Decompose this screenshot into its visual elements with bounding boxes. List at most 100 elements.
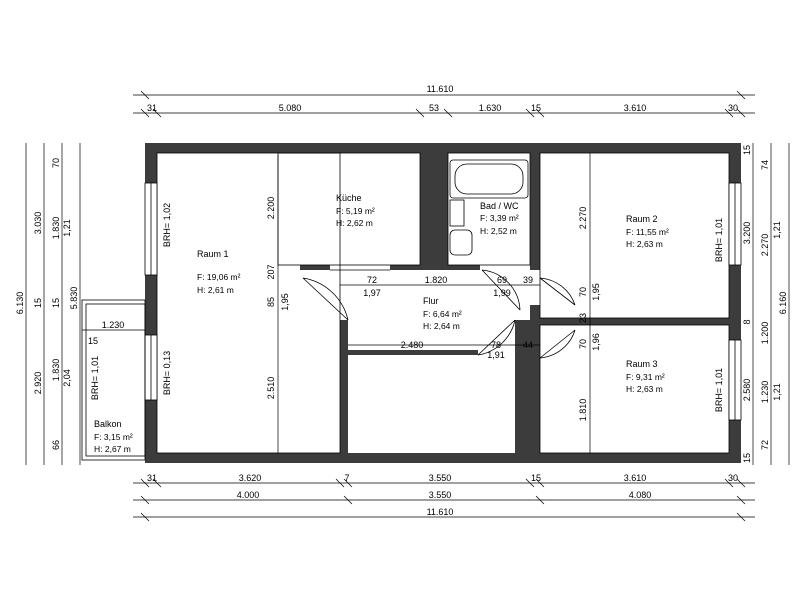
tick-marks [140, 90, 746, 522]
dim-bottom-r1-4: 3.550 [429, 473, 452, 483]
dim-raum1-h-top: 2.200 [266, 197, 276, 220]
wall-bath-raum2 [530, 153, 540, 270]
sink [449, 229, 473, 256]
wall-raum2-raum3 [540, 318, 729, 325]
dim-left-mid-3: 2.920 [33, 372, 43, 395]
dim-left-inner-2: 1.830 [51, 217, 61, 240]
wall-flur-right-lower [515, 320, 540, 453]
dim-right-inner-6: 15 [742, 453, 752, 463]
dim-bad-69: 69 [497, 275, 507, 285]
dim-top-seg-3: 53 [429, 103, 439, 113]
dim-raum1-h-bottom: 2.510 [266, 377, 276, 400]
dim-door-197: 1,97 [363, 288, 381, 298]
room-balkon-area: F: 3,15 m² [94, 432, 133, 442]
dim-left-inner-4: 1.830 [51, 359, 61, 382]
dim-right-outer: 6.160 [778, 292, 788, 315]
dim-bottom-r1-6: 3.610 [624, 473, 647, 483]
outline-bad [447, 152, 531, 266]
dim-left-inner-1: 70 [51, 158, 61, 168]
door-raum3 [539, 329, 576, 359]
balcony [81, 299, 146, 461]
dim-right-window-1: 1,21 [772, 221, 782, 239]
dim-right-inner-4: 8 [742, 319, 752, 324]
wall-shaft [420, 153, 448, 270]
bath-fixtures [449, 159, 529, 256]
dim-left-outer: 6.130 [15, 292, 25, 315]
dim-top-seg-6: 3.610 [624, 103, 647, 113]
dim-top-seg-1: 31 [147, 103, 157, 113]
room-raum2-height: H: 2,63 m [626, 239, 663, 249]
dim-top-seg-7: 30 [728, 103, 738, 113]
door-flur-bad [477, 319, 516, 356]
dim-raum2-195: 1,95 [591, 283, 601, 301]
wall-right-2 [729, 265, 741, 340]
wall-right-3 [729, 420, 741, 463]
dim-right-inner-3: 2.270 [760, 234, 770, 257]
wall-top [145, 143, 741, 153]
room-flur-name: Flur [423, 296, 439, 306]
room-bad-name: Bad / WC [480, 201, 519, 211]
wall-left-2 [145, 275, 157, 335]
dim-bottom-r2-2: 3.550 [429, 490, 452, 500]
dim-flur-44: 44 [523, 340, 533, 350]
dim-bottom-total: 11.610 [427, 507, 454, 517]
dim-bottom-r2-1: 4.000 [237, 490, 260, 500]
room-raum3-height: H: 2,63 m [626, 384, 663, 394]
room-kueche-name: Küche [336, 193, 362, 203]
brh-balkon: BRH= 1,01 [90, 356, 100, 400]
room-flur-height: H: 2,64 m [423, 321, 460, 331]
room-bad-height: H: 2,52 m [480, 226, 517, 236]
room-raum1: Raum 1 F: 19,06 m² H: 2,61 m [197, 249, 241, 295]
doors [302, 269, 576, 359]
dim-right-inner-5: 2.580 [742, 379, 752, 402]
room-flur-area: F: 6,64 m² [423, 309, 462, 319]
brh-raum3: BRH= 1,01 [714, 368, 724, 412]
wall-raum1-flur [340, 320, 348, 463]
dim-left-inner-5: 66 [51, 440, 61, 450]
room-raum1-area: F: 19,06 m² [197, 272, 241, 282]
room-balkon-height: H: 2,67 m [94, 444, 131, 454]
room-kueche: Küche F: 5,19 m² H: 2,62 m [336, 193, 375, 228]
dim-door-72: 72 [367, 275, 377, 285]
dim-flur-w: 2.480 [401, 340, 424, 350]
dim-left-mid-1: 3.030 [33, 212, 43, 235]
dim-bottom-r2-3: 4.080 [629, 490, 652, 500]
wall-flur-right-upper [530, 305, 540, 325]
dim-raum3-h: 1.810 [578, 399, 588, 422]
dim-right-extra: 1.230 [760, 381, 770, 404]
brh-raum1-top: BRH= 1,02 [162, 203, 172, 247]
room-raum3: Raum 3 F: 9,31 m² H: 2,63 m [626, 359, 665, 394]
dim-left-inner-3: 15 [51, 298, 61, 308]
room-raum1-height: H: 2,61 m [197, 285, 234, 295]
dim-kueche-w: 1.820 [425, 275, 448, 285]
dim-right-inner-2: 74 [760, 160, 770, 170]
dim-balkon-w: 1.230 [102, 320, 125, 330]
brh-raum2: BRH= 1,01 [714, 218, 724, 262]
room-raum2-area: F: 11,55 m² [626, 227, 669, 237]
dim-top-seg-4: 1.630 [479, 103, 502, 113]
dim-right-inner-7: 72 [760, 440, 770, 450]
room-bad: Bad / WC F: 3,39 m² H: 2,52 m [480, 201, 519, 236]
dim-raum1-door2: 207 [266, 264, 276, 279]
wall-right-1 [729, 143, 741, 183]
dim-top-seg-2: 5.080 [279, 103, 302, 113]
dim-right-inner-1: 15 [742, 145, 752, 155]
dim-left-balcony-h: 5.830 [69, 287, 79, 310]
room-flur: Flur F: 6,64 m² H: 2,64 m [423, 296, 462, 331]
dim-top-total: 11.610 [427, 84, 454, 94]
door-raum1 [302, 277, 349, 321]
dim-raum1-door: 85 [266, 297, 276, 307]
door-raum2 [539, 277, 576, 306]
dim-flur-191: 1,91 [487, 350, 505, 360]
dim-left-mid-2: 15 [33, 298, 43, 308]
room-raum2: Raum 2 F: 11,55 m² H: 2,63 m [626, 214, 669, 249]
dim-bad-39: 39 [523, 275, 533, 285]
brh-raum1-bottom: BRH= 0,13 [162, 351, 172, 395]
windows [144, 182, 742, 421]
wall-bottom [145, 453, 741, 463]
wall-left-1 [145, 143, 157, 183]
dim-right-mid-1: 3.200 [742, 222, 752, 245]
dim-raum2-h: 2.270 [578, 207, 588, 230]
wall-flur-bottom [348, 350, 478, 355]
